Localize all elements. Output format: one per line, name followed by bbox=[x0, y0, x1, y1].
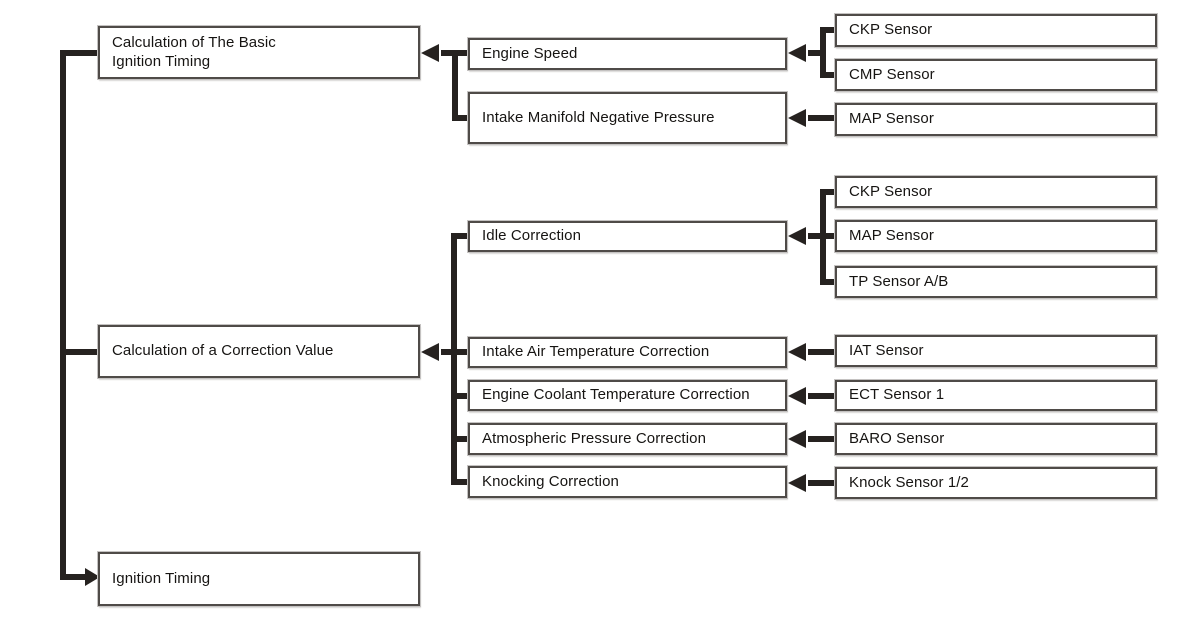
node-intake-air-temperature-correction: Intake Air Temperature Correction bbox=[468, 337, 787, 368]
node-calculation-basic-ignition-timing: Calculation of The Basic Ignition Timing bbox=[98, 26, 420, 79]
node-map-sensor-1: MAP Sensor bbox=[835, 103, 1157, 136]
node-idle-correction: Idle Correction bbox=[468, 221, 787, 252]
node-ignition-timing: Ignition Timing bbox=[98, 552, 420, 606]
node-knocking-correction: Knocking Correction bbox=[468, 466, 787, 498]
node-iat-sensor: IAT Sensor bbox=[835, 335, 1157, 367]
node-ect-sensor-1: ECT Sensor 1 bbox=[835, 380, 1157, 411]
node-tp-sensor-ab: TP Sensor A/B bbox=[835, 266, 1157, 298]
node-calculation-correction-value: Calculation of a Correction Value bbox=[98, 325, 420, 378]
node-engine-speed: Engine Speed bbox=[468, 38, 787, 70]
node-map-sensor-2: MAP Sensor bbox=[835, 220, 1157, 252]
node-ckp-sensor-1: CKP Sensor bbox=[835, 14, 1157, 47]
node-baro-sensor: BARO Sensor bbox=[835, 423, 1157, 455]
node-ckp-sensor-2: CKP Sensor bbox=[835, 176, 1157, 208]
node-knock-sensor-12: Knock Sensor 1/2 bbox=[835, 467, 1157, 499]
node-engine-coolant-temperature-correction: Engine Coolant Temperature Correction bbox=[468, 380, 787, 411]
node-intake-manifold-negative-pressure: Intake Manifold Negative Pressure bbox=[468, 92, 787, 144]
node-atmospheric-pressure-correction: Atmospheric Pressure Correction bbox=[468, 423, 787, 455]
node-cmp-sensor: CMP Sensor bbox=[835, 59, 1157, 91]
